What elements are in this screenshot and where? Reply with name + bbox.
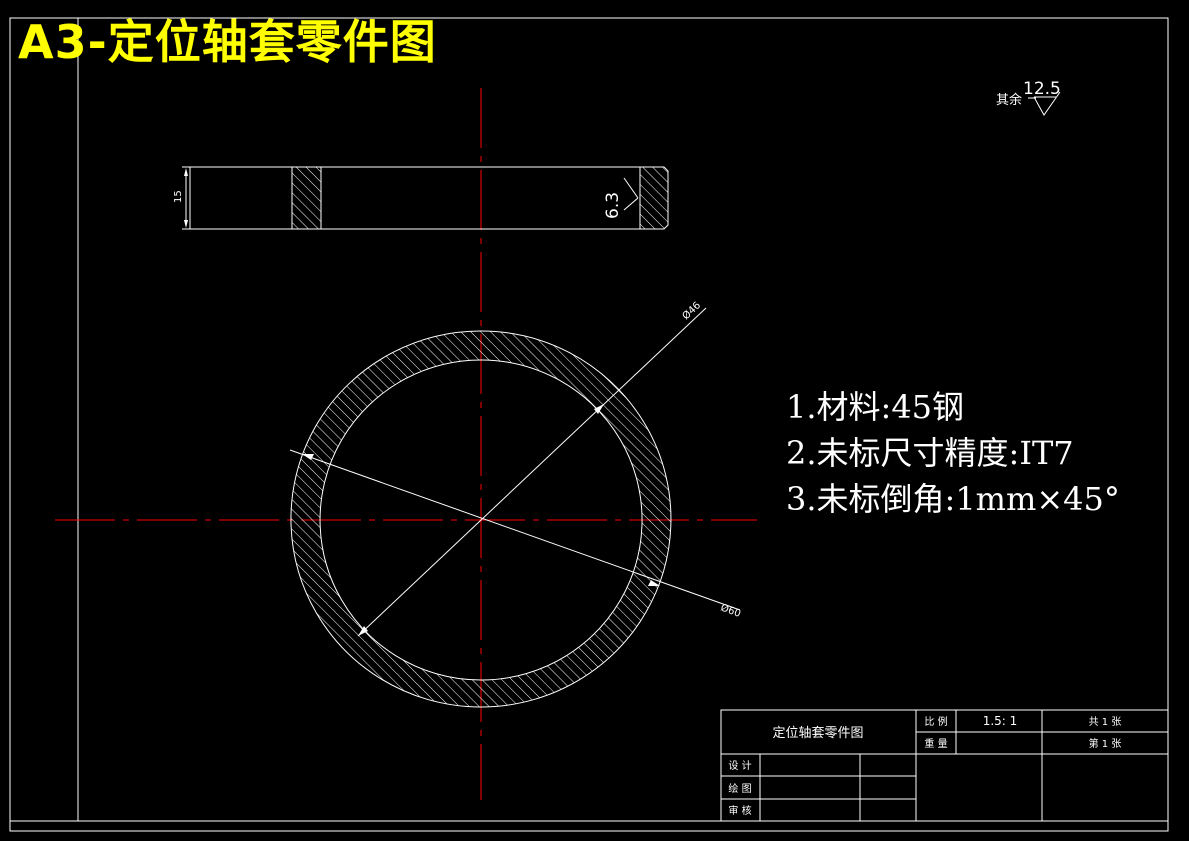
inner-diameter-arrow (358, 626, 368, 636)
inner-border (77, 17, 1169, 822)
title-block-sheet-number: 第 1 张 (1089, 737, 1122, 750)
title-block-scale-value: 1.5: 1 (983, 714, 1018, 728)
note-material: 1.材料:45钢 (786, 388, 965, 426)
technical-notes: 1.材料:45钢 2.未标尺寸精度:IT7 3.未标倒角:1mm×45° (786, 384, 1120, 522)
outer-diameter-dimension: Ø60 (719, 602, 742, 620)
outer-diameter-leader (289, 449, 741, 611)
thickness-dimension: 15 (173, 190, 184, 203)
note-tolerance: 2.未标尺寸精度:IT7 (786, 434, 1074, 472)
inner-diameter-arrow-2 (594, 404, 604, 414)
title-block-scale-label: 比 例 (924, 715, 947, 728)
note-chamfer: 3.未标倒角:1mm×45° (786, 480, 1120, 518)
title-block-drawing-name: 定位轴套零件图 (772, 725, 863, 741)
title-block-checked-label: 审 核 (728, 804, 751, 817)
title-block-designed-label: 设 计 (728, 759, 751, 772)
general-roughness-symbol (1028, 91, 1061, 116)
title-block (720, 709, 1169, 822)
drawing-title: A3-定位轴套零件图 (18, 15, 437, 69)
outer-diameter-arrow-2 (648, 580, 660, 586)
title-block-total-sheets: 共 1 张 (1089, 716, 1122, 728)
roughness-value: 12.5 (1023, 79, 1061, 99)
inner-diameter-leader (357, 307, 707, 637)
inner-diameter-dimension: Ø46 (680, 299, 703, 322)
roughness-label: 其余 (996, 92, 1022, 108)
title-block-weight-label: 重 量 (924, 737, 947, 750)
section-view (182, 166, 669, 230)
outer-diameter-arrow (302, 454, 314, 460)
ring-front-view (290, 330, 672, 708)
local-roughness-value: 6.3 (603, 192, 623, 219)
local-roughness-symbol (623, 177, 639, 211)
title-block-drawn-label: 绘 图 (728, 782, 751, 795)
